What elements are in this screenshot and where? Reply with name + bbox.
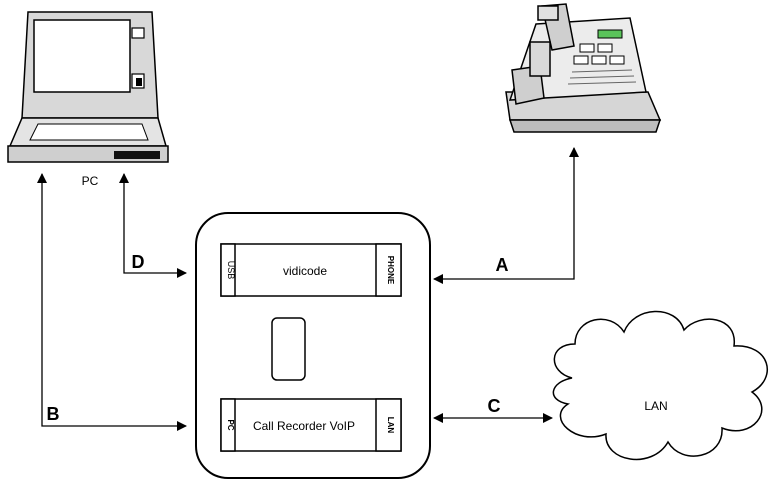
connection-b-label: B xyxy=(47,404,60,424)
pc-label: PC xyxy=(82,174,99,188)
call-recorder-voip-module xyxy=(220,398,402,452)
vidicode-module xyxy=(220,243,402,297)
desk-phone-icon xyxy=(505,3,662,133)
connection-a-label: A xyxy=(496,255,509,275)
device-slot xyxy=(271,317,306,381)
usb-port-label: USB xyxy=(226,261,236,280)
pc-port-label: PC xyxy=(226,419,235,430)
connection-a xyxy=(433,147,579,284)
pc-icon xyxy=(7,11,169,163)
call-recorder-voip-label: Call Recorder VoIP xyxy=(253,419,355,433)
connection-c-label: C xyxy=(488,396,501,416)
recorder-device: USB vidicode PHONE PC Call Recorder VoIP… xyxy=(195,212,431,479)
connection-d-label: D xyxy=(132,252,145,272)
lan-cloud-icon xyxy=(552,310,768,461)
connection-b xyxy=(37,173,187,431)
lan-port-label: LAN xyxy=(386,417,395,434)
phone-port-label: PHONE xyxy=(386,256,395,285)
lan-label: LAN xyxy=(644,399,667,413)
vidicode-label: vidicode xyxy=(283,264,327,278)
